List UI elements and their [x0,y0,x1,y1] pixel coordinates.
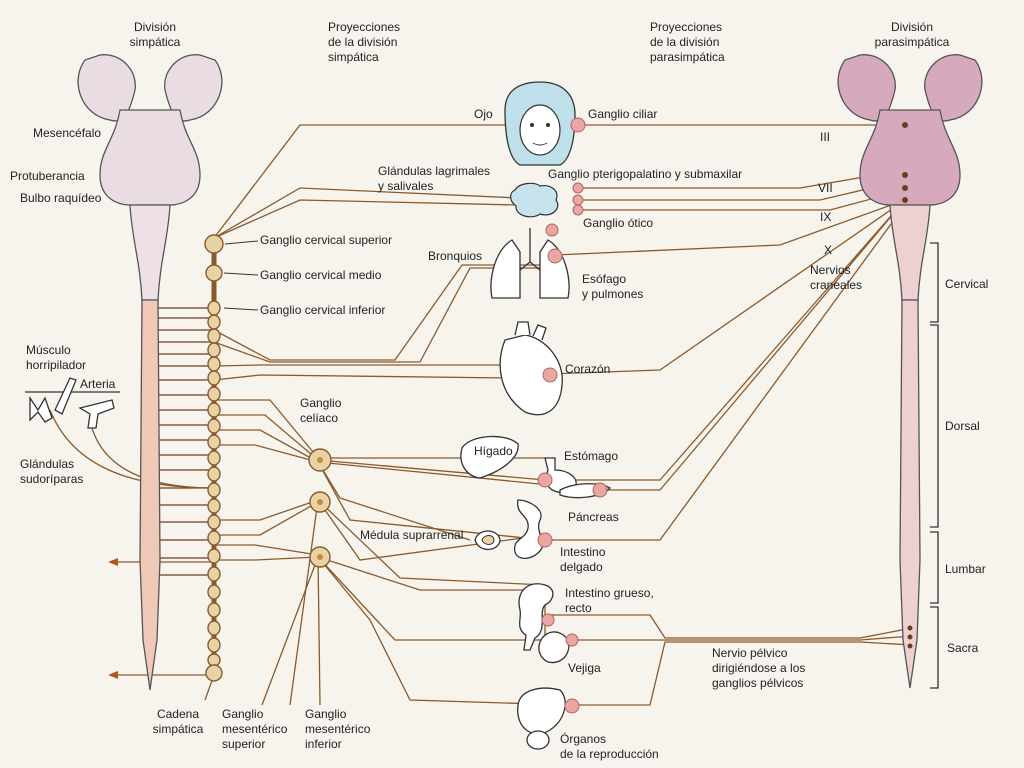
region-brackets [930,242,939,689]
label-mes-sup-3: superior [222,737,265,751]
label-pelvic-1: Nervio pélvico [712,646,788,660]
organ-labels: Ojo Glándulas lagrimales y salivales Bro… [360,107,659,761]
label-mes-inf-2: mesentérico [305,722,371,736]
ganglion-cervical-superior [204,234,224,254]
label-repro-2: de la reproducción [560,747,659,761]
eye-head-illustration [504,81,576,166]
sympathetic-chain [204,234,224,682]
label-cranial-VII: VII [818,181,833,195]
sympathetic-brainstem [77,54,223,301]
sympathetic-nerve-lines [49,124,601,706]
prevertebral-ganglia [308,448,332,568]
label-cervical: Cervical [945,277,988,291]
parasympathetic-brainstem [837,54,983,301]
header-div-para-2: parasimpática [875,35,950,49]
label-pelvic-2: dirigiéndose a los [712,661,805,675]
label-protuberancia: Protuberancia [10,169,85,183]
label-ojo: Ojo [474,107,493,121]
cranial-labels: III VII IX X Nervios craneales [810,130,862,292]
small-intestine [513,499,544,559]
lungs [490,228,570,299]
label-corazon: Corazón [565,362,610,376]
header-labels: División simpática Proyecciones de la di… [130,20,950,64]
label-cerv-sup: Ganglio cervical superior [260,233,392,247]
adrenal-medulla [474,530,501,551]
header-proj-simp-2: de la división [328,35,397,49]
label-nervios-2: craneales [810,278,862,292]
label-ganglio-pterigo: Ganglio pterigopalatino y submaxilar [548,167,742,181]
label-lagrimales-1: Glándulas lagrimales [378,164,490,178]
label-musculo-1: Músculo [26,343,71,357]
chain-ganglia [207,300,221,667]
header-proj-para-1: Proyecciones [650,20,722,34]
chain-terminal-ganglion [205,664,223,682]
label-int-delgado-2: delgado [560,560,603,574]
label-sacra: Sacra [947,641,979,655]
label-cadena-2: simpática [153,722,204,736]
parasympathetic-terminal-ganglia [537,117,608,714]
label-glandulas-2: sudoríparas [20,472,83,486]
lacrimal-salivary-glands [510,182,559,218]
label-nervios-1: Nervios [810,263,851,277]
label-ganglio-ciliar: Ganglio ciliar [588,107,657,121]
label-mes-inf-3: inferior [305,737,342,751]
large-intestine-rectum [518,583,554,651]
header-div-para-1: División [891,20,933,34]
label-cadena-1: Cadena [157,707,199,721]
label-vejiga: Vejiga [568,661,601,675]
header-div-simp-1: División [134,20,176,34]
label-esofago-2: y pulmones [582,287,643,301]
label-mesencefalo: Mesencéfalo [33,126,101,140]
label-lagrimales-2: y salivales [378,179,433,193]
label-cranial-X: X [824,243,832,257]
parasympathetic-nerve-lines [519,124,913,706]
label-int-delgado-1: Intestino [560,545,606,559]
label-lumbar: Lumbar [945,562,986,576]
label-cerv-med: Ganglio cervical medio [260,268,382,282]
header-proj-simp-3: simpática [328,50,379,64]
label-dorsal: Dorsal [945,419,980,433]
label-int-grueso-1: Intestino grueso, [565,586,654,600]
label-estomago: Estómago [564,449,618,463]
region-labels: Cervical Dorsal Lumbar Sacra [945,277,988,655]
label-medula-supra: Médula suprarrenal [360,528,463,542]
label-int-grueso-2: recto [565,601,592,615]
label-glandulas-1: Glándulas [20,457,74,471]
label-esofago-1: Esófago [582,272,626,286]
label-ganglio-otico: Ganglio ótico [583,216,653,230]
label-higado: Hígado [474,444,513,458]
skin-structures [25,377,120,429]
brainstem-labels: Mesencéfalo Protuberancia Bulbo raquídeo [10,126,102,205]
header-proj-simp-1: Proyecciones [328,20,400,34]
label-pancreas: Páncreas [568,510,619,524]
heart [499,321,563,416]
skin-labels: Músculo horripilador Arteria Glándulas s… [20,343,116,486]
sympathetic-spinal-cord [139,299,161,691]
label-pelvic-3: ganglios pélvicos [712,676,803,690]
label-celiaco-1: Ganglio [300,396,342,410]
pelvic-labels: Nervio pélvico dirigiéndose a los gangli… [712,646,805,690]
parasympathetic-spinal-cord [899,299,921,689]
label-cranial-III: III [820,130,830,144]
label-celiaco-2: celíaco [300,411,338,425]
label-bulbo: Bulbo raquídeo [20,191,102,205]
liver [460,435,519,479]
label-cranial-IX: IX [820,210,831,224]
label-cerv-inf: Ganglio cervical inferior [260,303,385,317]
reproductive-organs [517,687,566,750]
label-mes-inf-1: Ganglio [305,707,347,721]
header-proj-para-3: parasimpática [650,50,725,64]
label-mes-sup-2: mesentérico [222,722,288,736]
label-musculo-2: horripilador [26,358,86,372]
ganglion-cervical-medio [205,264,223,282]
ganglion-labels: Ganglio cervical superior Ganglio cervic… [153,107,742,751]
bladder [538,631,570,664]
label-repro-1: Órganos [560,731,606,746]
label-mes-sup-1: Ganglio [222,707,264,721]
header-div-simp-2: simpática [130,35,181,49]
header-proj-para-2: de la división [650,35,719,49]
label-bronquios: Bronquios [428,249,482,263]
label-arteria: Arteria [80,377,116,391]
